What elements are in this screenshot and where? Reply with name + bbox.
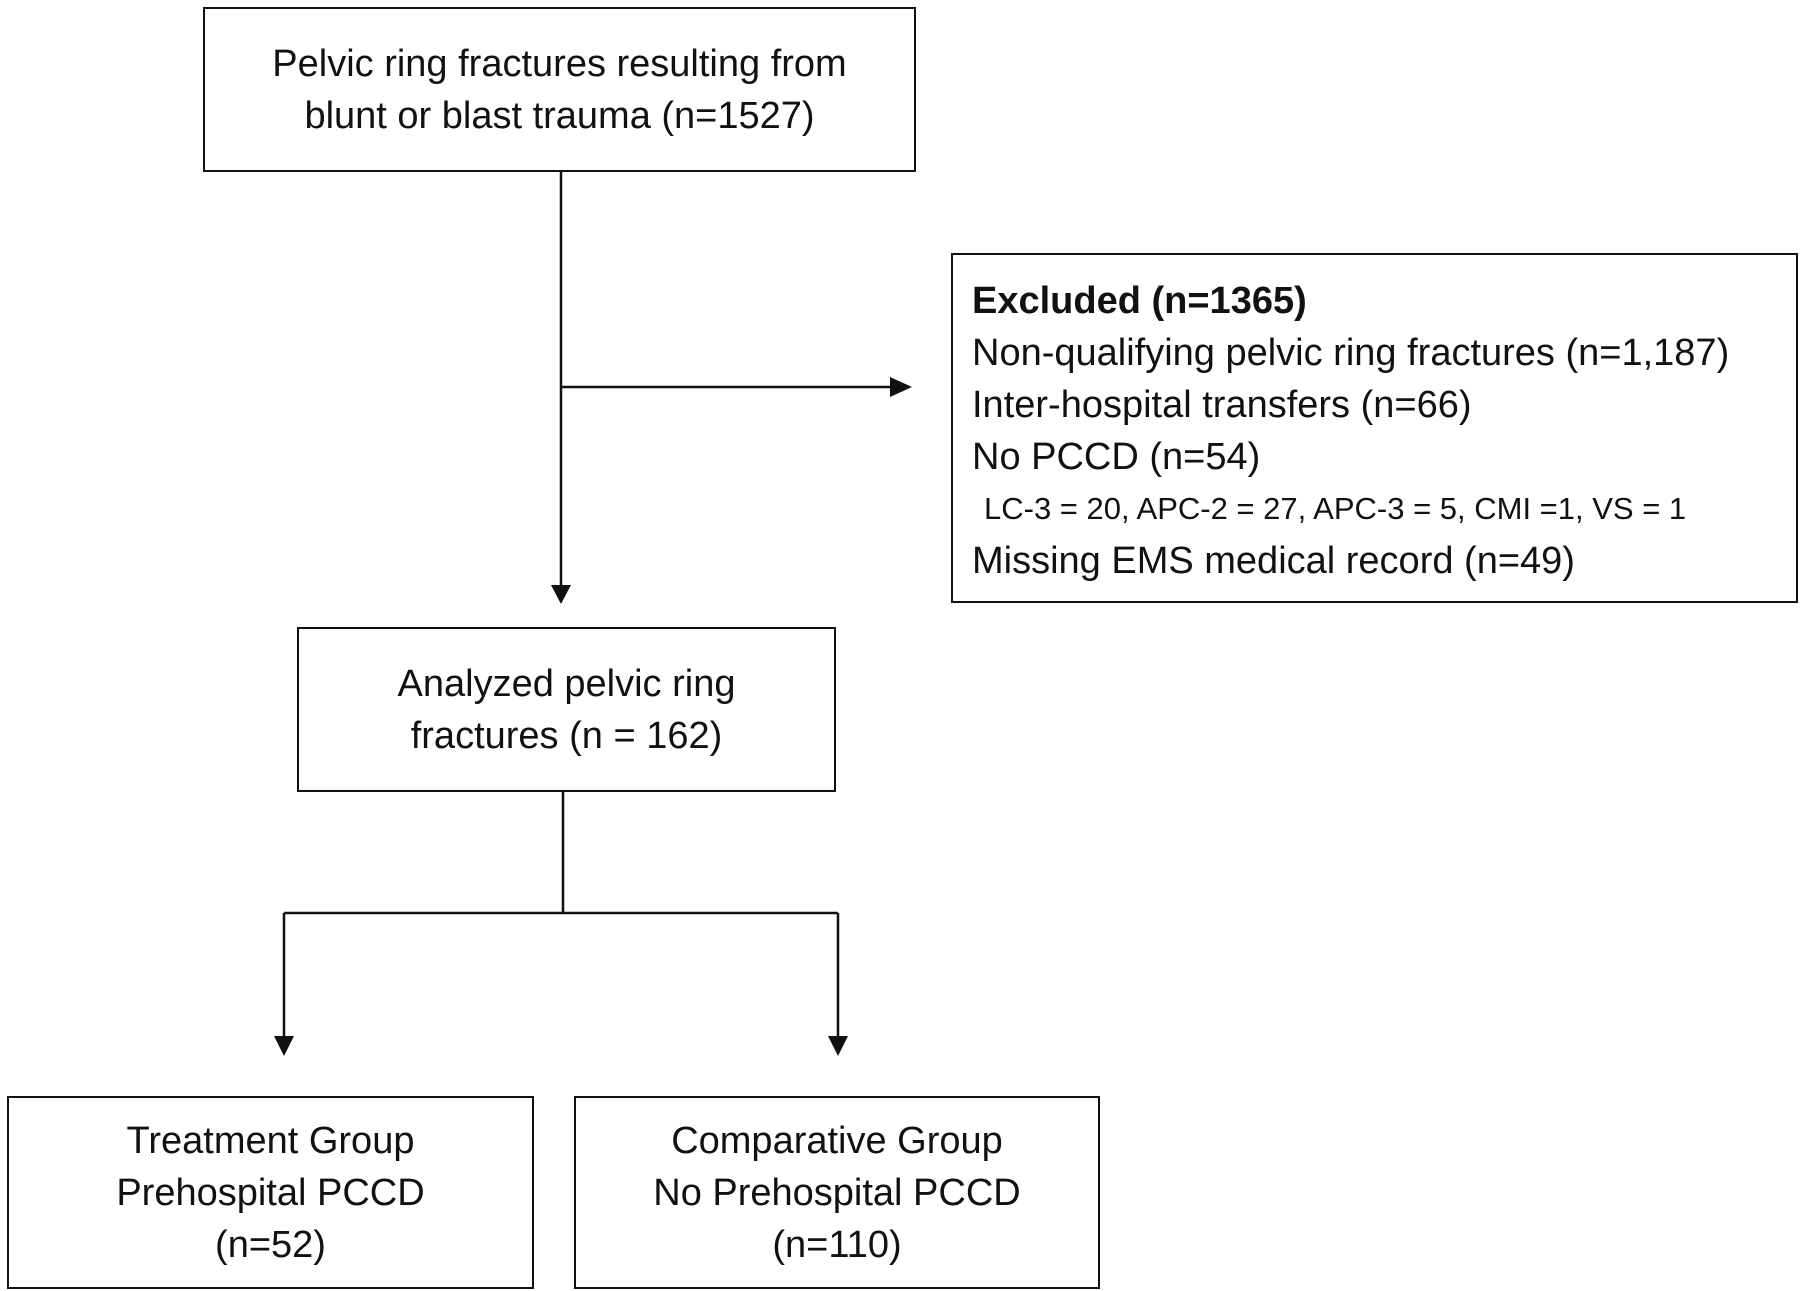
excluded-item-non-qualifying: Non-qualifying pelvic ring fractures (n=…: [972, 332, 1730, 374]
arrowhead-treatment: [274, 1036, 294, 1056]
arrowhead-analyzed: [551, 585, 571, 604]
source-line-1: Pelvic ring fractures resulting from: [272, 42, 847, 85]
analyzed-box: Analyzed pelvic ring fractures (n = 162): [297, 627, 836, 792]
excluded-item-missing-ems: Missing EMS medical record (n=49): [972, 540, 1575, 582]
excluded-item-no-pccd: No PCCD (n=54): [972, 436, 1261, 478]
excluded-box: Excluded (n=1365) Non-qualifying pelvic …: [951, 253, 1798, 603]
excluded-pccd-breakdown: LC-3 = 20, APC-2 = 27, APC-3 = 5, CMI =1…: [984, 491, 1687, 526]
treatment-line-2: Prehospital PCCD: [116, 1171, 425, 1214]
treatment-group-box: Treatment Group Prehospital PCCD (n=52): [7, 1096, 534, 1289]
excluded-item-transfers: Inter-hospital transfers (n=66): [972, 384, 1472, 426]
treatment-line-1: Treatment Group: [126, 1119, 415, 1162]
source-population-box: Pelvic ring fractures resulting from blu…: [203, 7, 916, 172]
analyzed-line-2: fractures (n = 162): [410, 714, 723, 757]
comparative-line-1: Comparative Group: [671, 1119, 1003, 1162]
source-line-2: blunt or blast trauma (n=1527): [304, 94, 815, 137]
arrowhead-comparative: [828, 1036, 848, 1056]
treatment-line-3: (n=52): [215, 1223, 326, 1266]
comparative-line-3: (n=110): [772, 1223, 902, 1266]
analyzed-line-1: Analyzed pelvic ring: [397, 662, 736, 705]
comparative-group-box: Comparative Group No Prehospital PCCD (n…: [574, 1096, 1100, 1289]
arrowhead-excluded: [890, 377, 912, 397]
comparative-line-2: No Prehospital PCCD: [653, 1171, 1021, 1214]
excluded-title: Excluded (n=1365): [972, 280, 1307, 322]
